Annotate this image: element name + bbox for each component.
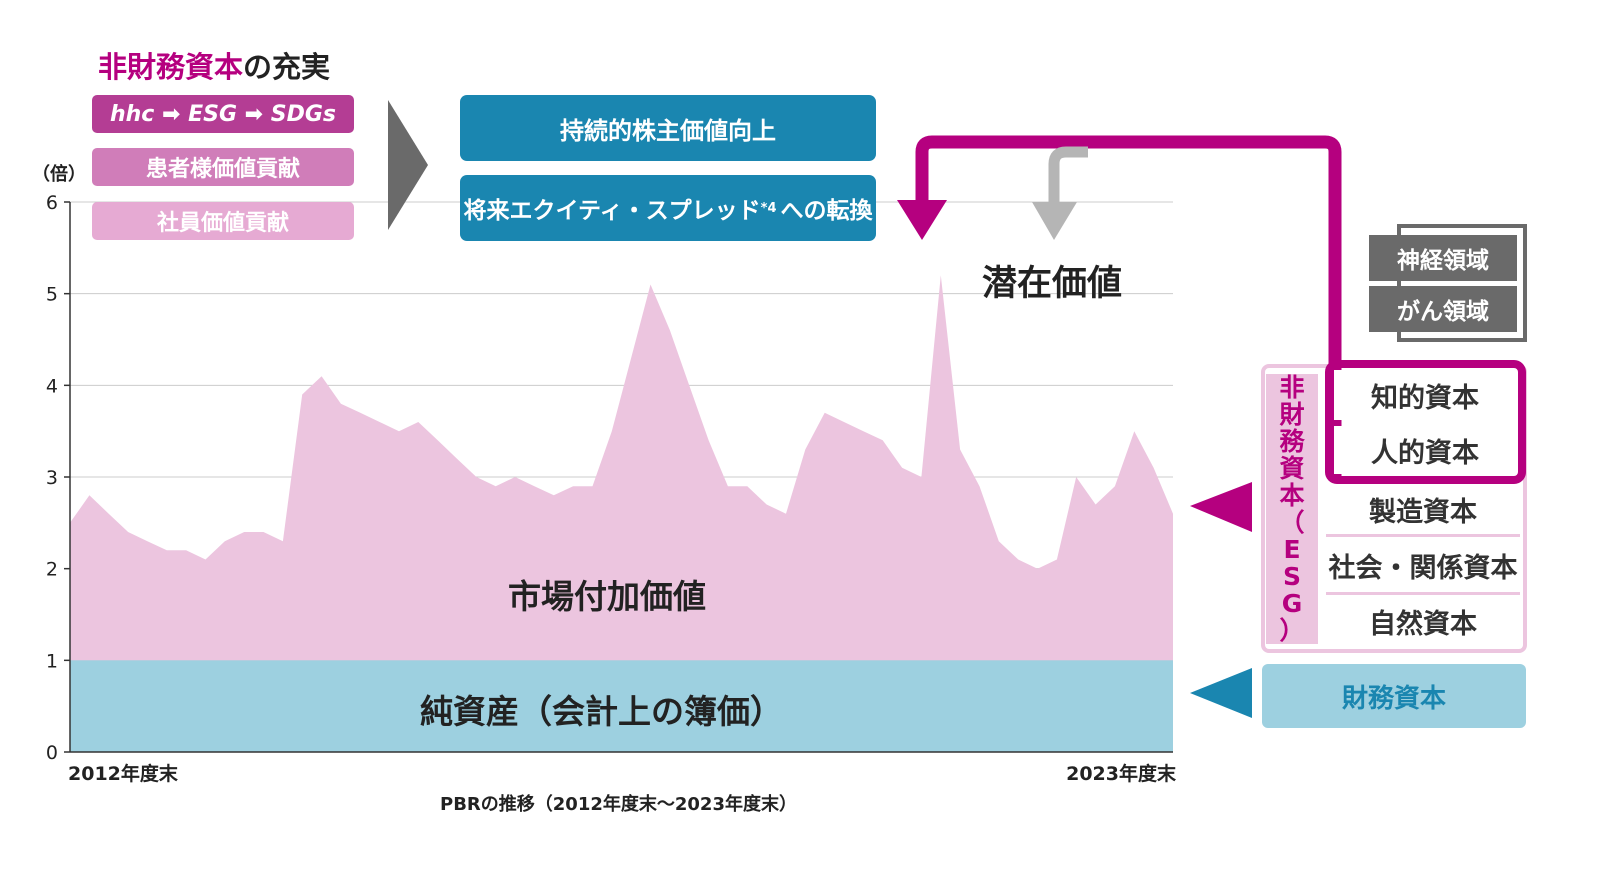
y-tick-label: 4 bbox=[46, 375, 58, 397]
highlight-frame bbox=[1325, 360, 1526, 484]
net-assets-area bbox=[70, 660, 1173, 752]
y-tick-label: 2 bbox=[46, 559, 58, 581]
potential-value-arrow-icon bbox=[1048, 146, 1088, 202]
goal-equity-spread-tail: への転換 bbox=[780, 198, 873, 224]
financial-pointer-icon bbox=[1190, 668, 1252, 718]
pill-hhc-esg-sdgs: hhc ➡ ESG ➡ SDGs bbox=[92, 95, 354, 133]
vertical-label-char: G bbox=[1281, 589, 1303, 618]
y-tick-label: 5 bbox=[46, 284, 58, 306]
vertical-label-char: 非 bbox=[1279, 373, 1305, 402]
x-start-label: 2012年度末 bbox=[68, 763, 178, 785]
financial-capital-box: 財務資本 bbox=[1262, 664, 1526, 728]
header-title-accent: 非財務資本 bbox=[98, 50, 244, 84]
capital-intellectual: 知的資本 bbox=[1334, 370, 1516, 420]
y-axis-ticks: 0 1 2 3 4 5 6 bbox=[46, 192, 70, 764]
loop-arrowhead-icon bbox=[897, 200, 947, 240]
potential-arrowhead-icon bbox=[1032, 202, 1077, 240]
vertical-label-char: 本 bbox=[1279, 481, 1305, 510]
capital-manufactured: 製造資本 bbox=[1326, 484, 1520, 537]
y-tick-label: 0 bbox=[46, 742, 58, 764]
vertical-label-char: （ bbox=[1279, 508, 1305, 537]
vertical-label-char: 資 bbox=[1279, 454, 1305, 483]
y-tick-label: 6 bbox=[46, 192, 58, 214]
market-value-label: 市場付加価値 bbox=[508, 577, 706, 616]
header-arrow-icon bbox=[388, 100, 428, 230]
vertical-label-char: 務 bbox=[1279, 427, 1305, 456]
capital-natural: 自然資本 bbox=[1326, 596, 1520, 646]
pill-employee-value: 社員価値貢献 bbox=[92, 202, 354, 240]
pill-patient-value: 患者様価値貢献 bbox=[92, 148, 354, 186]
capital-social-relationship: 社会・関係資本 bbox=[1326, 538, 1520, 595]
y-axis-unit-label: （倍） bbox=[32, 164, 86, 185]
y-tick-label: 1 bbox=[46, 650, 58, 672]
vertical-label-char: ） bbox=[1279, 616, 1305, 645]
feedback-loop-arrow-icon bbox=[915, 135, 1342, 476]
header-title-rest: の充実 bbox=[243, 50, 331, 84]
vertical-label-char: E bbox=[1283, 535, 1301, 564]
header-title: 非財務資本の充実 bbox=[98, 44, 330, 86]
x-end-label: 2023年度末 bbox=[1066, 763, 1176, 785]
vertical-label-char: S bbox=[1282, 562, 1301, 591]
net-assets-label: 純資産（会計上の簿価） bbox=[420, 692, 783, 731]
footnote-marker: *4 bbox=[760, 200, 777, 216]
y-tick-label: 3 bbox=[46, 467, 58, 489]
chart-caption: PBRの推移（2012年度末〜2023年度末） bbox=[440, 794, 797, 815]
vertical-label-char: 財 bbox=[1279, 400, 1305, 429]
domain-neuro: 神経領域 bbox=[1369, 235, 1517, 281]
goal-shareholder-value: 持続的株主価値向上 bbox=[460, 95, 876, 161]
goal-equity-spread-main: 将来エクイティ・スプレッド bbox=[463, 198, 761, 224]
potential-value-label: 潜在価値 bbox=[982, 264, 1123, 304]
domain-oncology: がん領域 bbox=[1369, 286, 1517, 332]
market-value-area bbox=[70, 275, 1173, 661]
domain-frame bbox=[1397, 224, 1527, 342]
capital-human: 人的資本 bbox=[1334, 426, 1516, 474]
esg-pointer-icon bbox=[1190, 482, 1252, 532]
